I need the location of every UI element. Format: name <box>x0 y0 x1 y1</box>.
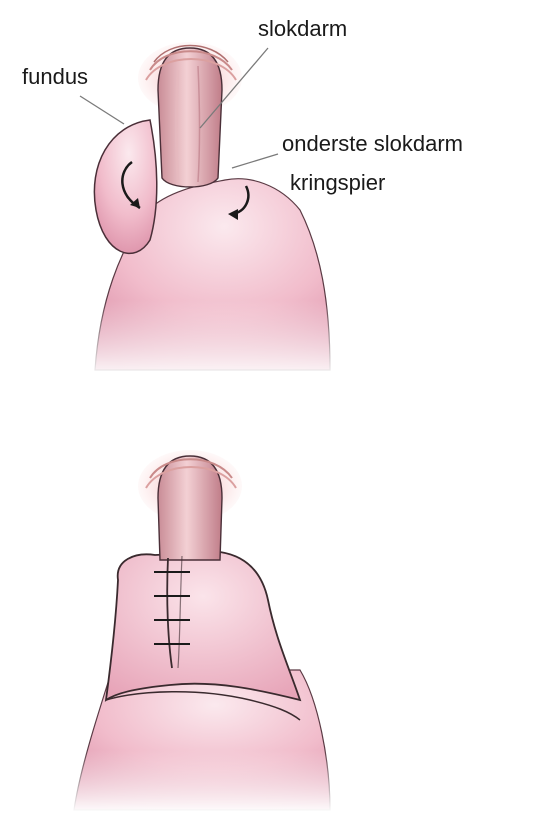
label-lower-esophageal-sphincter-line1: onderste slokdarm <box>282 131 463 157</box>
label-lower-esophageal-sphincter-line2: kringspier <box>290 170 385 196</box>
fundus-wrap <box>106 552 300 700</box>
label-esophagus: slokdarm <box>258 16 347 42</box>
pointer-sphincter <box>232 154 278 168</box>
pointer-fundus <box>80 96 124 124</box>
before-surgery-illustration <box>80 42 340 380</box>
label-fundus: fundus <box>22 64 88 90</box>
after-surgery-illustration <box>70 450 340 813</box>
esophagus-tube-top <box>158 48 222 187</box>
fundus-shape <box>94 120 156 253</box>
